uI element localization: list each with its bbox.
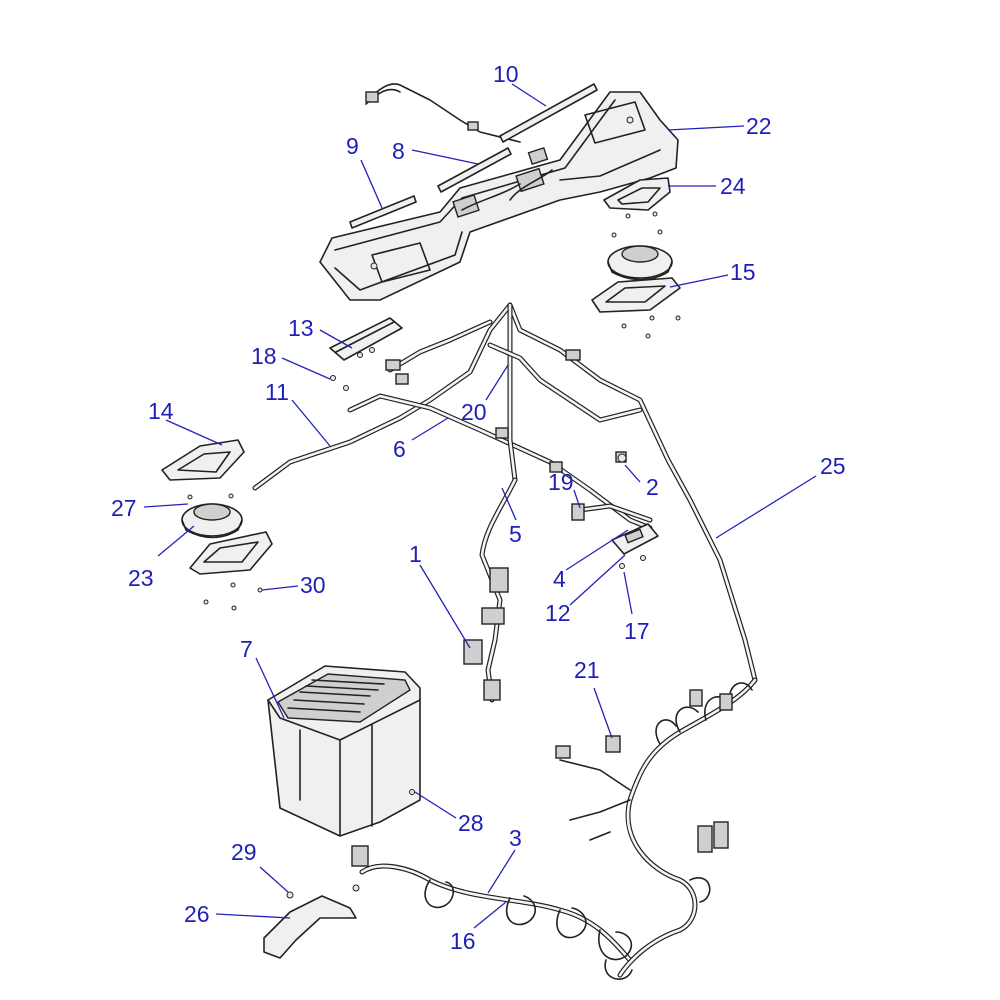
- leader-21: [593, 687, 613, 739]
- part-strip-9: [349, 195, 417, 229]
- leader-3: [487, 849, 516, 894]
- callout-20: 20: [461, 399, 487, 425]
- leader-5: [501, 487, 517, 521]
- callout-19: 19: [548, 469, 574, 495]
- part-overhead-console: [319, 91, 679, 301]
- leader-20: [485, 364, 509, 401]
- callout-2: 2: [646, 474, 659, 500]
- callout-6: 6: [393, 436, 406, 462]
- part-lower-loom: [351, 845, 633, 963]
- leader-6: [411, 417, 449, 441]
- callout-22: 22: [746, 113, 772, 139]
- callout-8: 8: [392, 138, 405, 164]
- callout-labels: 1 2 3 4 5 6 7 8 9 10 11 12 13 14 15 16 1…: [111, 61, 846, 954]
- callout-28: 28: [458, 810, 484, 836]
- part-right-loom: [555, 677, 758, 980]
- part-module-13: [329, 317, 403, 391]
- callout-4: 4: [553, 566, 566, 592]
- part-strip-8: [437, 147, 512, 193]
- leader-2: [624, 464, 641, 483]
- callout-14: 14: [148, 398, 174, 424]
- callout-5: 5: [509, 521, 522, 547]
- callout-21: 21: [574, 657, 600, 683]
- callout-3: 3: [509, 825, 522, 851]
- leader-19: [573, 489, 581, 509]
- leader-27: [143, 503, 189, 508]
- part-console-harness: [365, 83, 521, 143]
- leader-14: [165, 419, 223, 446]
- leader-11: [291, 399, 331, 447]
- callout-12: 12: [545, 600, 571, 626]
- leader-13: [319, 329, 353, 349]
- part-battery-box: [267, 665, 421, 837]
- callout-23: 23: [128, 565, 154, 591]
- leader-1: [419, 564, 471, 649]
- leader-15: [669, 274, 729, 288]
- leader-7: [255, 657, 285, 719]
- callout-10: 10: [493, 61, 519, 87]
- callout-26: 26: [184, 901, 210, 927]
- callout-16: 16: [450, 928, 476, 954]
- part-strip-10: [499, 83, 598, 143]
- leader-28: [414, 791, 457, 819]
- callout-13: 13: [288, 315, 314, 341]
- callout-30: 30: [300, 572, 326, 598]
- leader-18: [281, 357, 331, 380]
- callout-17: 17: [624, 618, 650, 644]
- leader-16: [473, 901, 507, 929]
- leader-30: [261, 585, 299, 591]
- callout-7: 7: [240, 636, 253, 662]
- callout-18: 18: [251, 343, 277, 369]
- callout-15: 15: [730, 259, 756, 285]
- part-speaker-right: [591, 229, 681, 339]
- leader-17: [623, 571, 633, 615]
- callout-11: 11: [265, 379, 289, 405]
- part-harness-1-5: [463, 477, 518, 703]
- part-module-12: [571, 453, 659, 569]
- callout-24: 24: [720, 173, 746, 199]
- leader-10: [511, 83, 547, 107]
- part-left-speaker-assembly: [161, 439, 273, 611]
- callout-25: 25: [820, 453, 846, 479]
- callout-1: 1: [409, 541, 422, 567]
- callout-27: 27: [111, 495, 137, 521]
- leader-8: [411, 149, 479, 165]
- leader-4: [565, 529, 629, 571]
- part-bracket-26: [263, 891, 357, 959]
- leader-25: [715, 475, 817, 539]
- leader-9: [360, 159, 383, 209]
- callout-9: 9: [346, 133, 359, 159]
- part-gasket-right: [603, 177, 671, 219]
- leader-lines: [143, 83, 817, 929]
- leader-23: [157, 525, 195, 557]
- leader-29: [259, 866, 289, 893]
- leader-26: [215, 913, 291, 919]
- leader-22: [667, 125, 745, 131]
- leader-12: [569, 554, 626, 606]
- part-strips: [349, 83, 598, 229]
- callout-29: 29: [231, 839, 257, 865]
- part-main-harness: [252, 302, 758, 683]
